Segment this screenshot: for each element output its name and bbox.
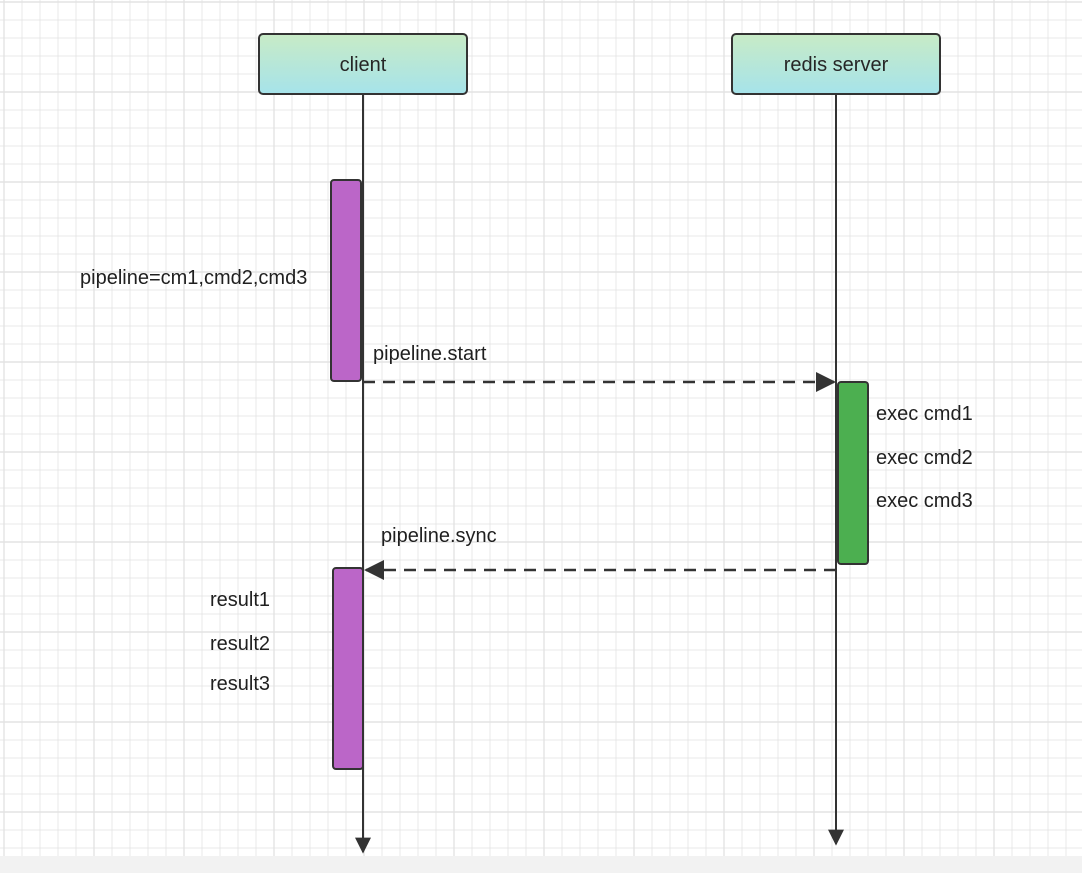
actor-redis-server[interactable]: redis server <box>731 33 941 95</box>
actor-client-box <box>258 33 468 95</box>
server-step-1: exec cmd1 <box>876 403 973 425</box>
message-pipeline-start-label: pipeline.start <box>373 343 487 365</box>
client-activation-bar-send[interactable] <box>330 179 362 382</box>
client-result-1: result1 <box>210 589 270 611</box>
pipeline-definition-note: pipeline=cm1,cmd2,cmd3 <box>80 267 307 289</box>
actor-server-box <box>731 33 941 95</box>
client-result-3: result3 <box>210 673 270 695</box>
server-step-2: exec cmd2 <box>876 447 973 469</box>
server-activation-bar[interactable] <box>837 381 869 565</box>
client-result-2: result2 <box>210 633 270 655</box>
actor-client[interactable]: client <box>258 33 468 95</box>
client-activation-bar-receive[interactable] <box>332 567 364 770</box>
server-step-3: exec cmd3 <box>876 490 973 512</box>
actor-client-label: client <box>340 54 387 76</box>
message-pipeline-sync-label: pipeline.sync <box>381 525 497 547</box>
actor-server-label: redis server <box>784 54 889 76</box>
